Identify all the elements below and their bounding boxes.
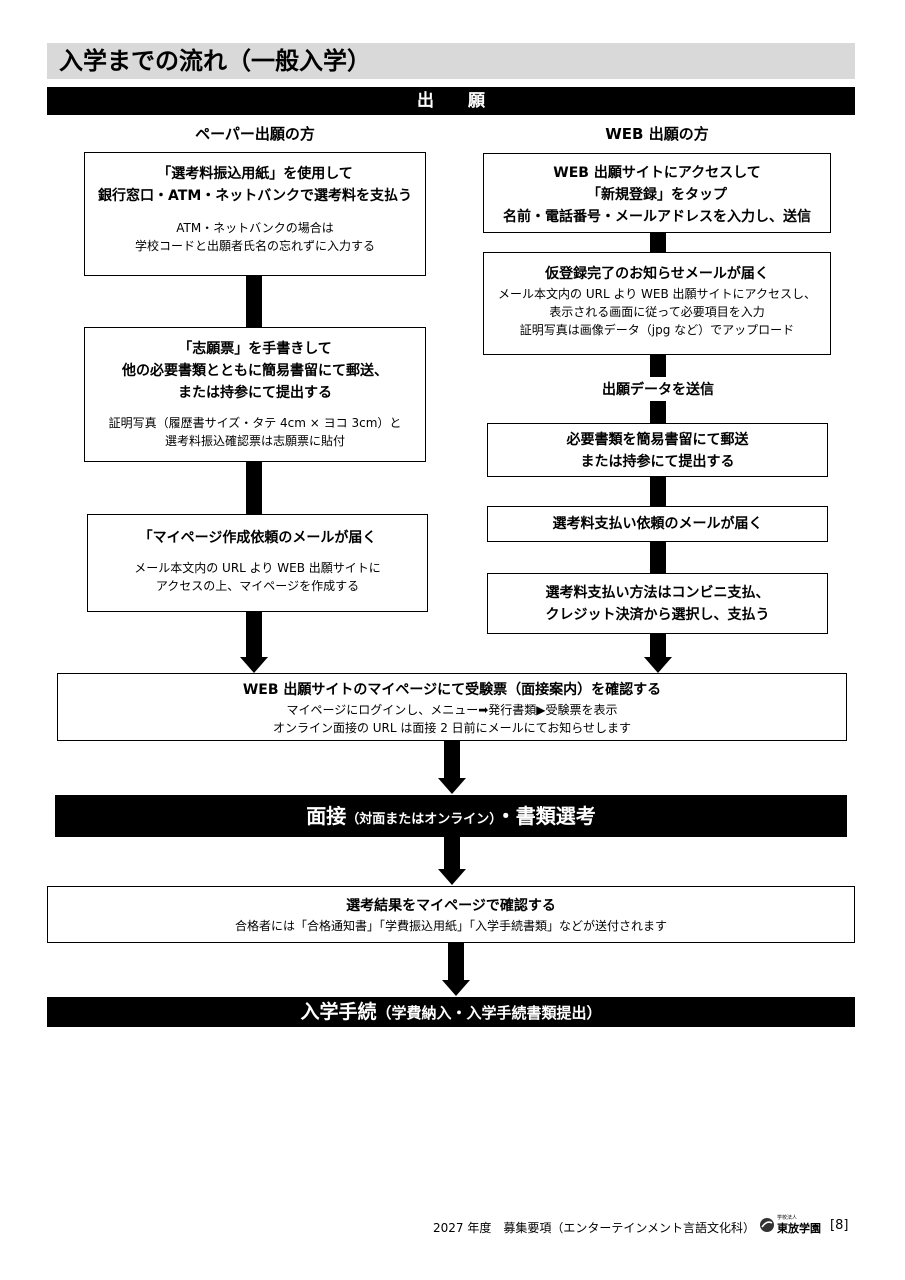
web-step5-line-2: クレジット決済から選択し、支払う [545,607,770,623]
confirm-exam-ticket-box: WEB 出願サイトのマイページにて受験票（面接案内）を確認する マイページにログ… [57,673,847,741]
flow-connector [650,542,666,573]
flow-connector [650,233,666,252]
flow-connector [650,634,666,658]
interview-main-label: 面接 [306,804,347,828]
result-box: 選考結果をマイページで確認する 合格者には「合格通知書」「学費振込用紙」「入学手… [47,886,855,943]
arrow-down-icon [438,778,466,794]
enrollment-bar: 入学手続（学費納入・入学手続書類提出） [47,997,855,1027]
flow-connector [246,276,262,327]
paper-step3-note-1: メール本文内の URL より WEB 出願サイトに [134,561,381,575]
flow-connector [444,837,460,870]
web-step-register: WEB 出願サイトにアクセスして 「新規登録」をタップ 名前・電話番号・メールア… [483,153,831,233]
flow-connector [448,943,464,981]
web-step2-note-2: 表示される画面に従って必要項目を入力 [549,305,765,319]
page-title: 入学までの流れ（一般入学） [47,43,855,79]
paper-step-payment: 「選考料振込用紙」を使用して 銀行窓口・ATM・ネットバンクで選考料を支払う A… [84,152,426,276]
arrow-down-icon [438,869,466,885]
page-number: [8] [830,1218,849,1233]
school-logo-small-text: 学校法人 [777,1215,798,1221]
flow-connector [246,612,262,658]
paper-column-heading: ペーパー出願の方 [195,125,315,143]
web-step-provisional-mail: 仮登録完了のお知らせメールが届く メール本文内の URL より WEB 出願サイ… [483,252,831,355]
interview-paren-label: （対面またはオンライン） [346,812,496,827]
flow-connector [444,741,460,779]
web-step3-line-2: または持参にて提出する [580,454,735,470]
section-bar-application: 出 願 [47,87,855,115]
result-note-1: 合格者には「合格通知書」「学費振込用紙」「入学手続書類」などが送付されます [234,919,667,933]
paper-step-application-form: 「志願票」を手書きして 他の必要書類とともに簡易書留にて郵送、 または持参にて提… [84,327,426,462]
confirm-ticket-line-1: WEB 出願サイトのマイページにて受験票（面接案内）を確認する [242,682,662,698]
web-step4-line-1: 選考料支払い依頼のメールが届く [552,516,763,532]
paper-step1-line-2: 銀行窓口・ATM・ネットバンクで選考料を支払う [98,188,412,204]
enrollment-main-label: 入学手続 [300,1001,377,1023]
confirm-ticket-note-1: マイページにログインし、メニュー➡発行書類▶受験票を表示 [286,703,618,717]
flow-connector [650,355,666,377]
arrow-down-icon [644,657,672,673]
school-logo-text: 東放学園 [777,1222,821,1235]
interview-tail-label: ・書類選考 [495,804,596,828]
result-line-1: 選考結果をマイページで確認する [346,898,556,914]
footer-document-title: 2027 年度 募集要項（エンターテインメント言語文化科） [433,1221,755,1235]
paper-step2-note-2: 選考料振込確認票は志願票に貼付 [164,434,345,448]
web-column-heading: WEB 出願の方 [605,125,709,143]
web-step1-line-3: 名前・電話番号・メールアドレスを入力し、送信 [503,209,811,225]
web-step2-line-1: 仮登録完了のお知らせメールが届く [545,266,769,282]
arrow-down-icon [240,657,268,673]
web-step-submit-documents: 必要書類を簡易書留にて郵送 または持参にて提出する [487,423,828,477]
paper-step3-note-2: アクセスの上、マイページを作成する [155,579,360,593]
confirm-ticket-note-2: オンライン面接の URL は面接 2 日前にメールにてお知らせします [272,721,632,735]
arrow-down-icon [442,980,470,996]
paper-step2-note-1: 証明写真（履歴書サイズ・タテ 4cm × ヨコ 3cm）と [108,416,402,430]
web-step1-line-1: WEB 出願サイトにアクセスして [553,165,761,181]
school-logo-icon [760,1218,774,1232]
web-step5-line-1: 選考料支払い方法はコンビニ支払、 [545,585,770,601]
paper-step1-note-2: 学校コードと出願者氏名の忘れずに入力する [134,239,375,253]
paper-step2-line-2: 他の必要書類とともに簡易書留にて郵送、 [122,363,388,379]
paper-step3-line-1: 「マイページ作成依頼のメールが届く [138,530,377,546]
paper-step2-line-1: 「志願票」を手書きして [178,341,332,357]
web-step3-line-1: 必要書類を簡易書留にて郵送 [566,432,749,448]
paper-step2-line-3: または持参にて提出する [178,385,332,401]
flow-connector [650,477,666,506]
web-step2-note-3: 証明写真は画像データ（jpg など）でアップロード [519,323,795,337]
web-step2-note-1: メール本文内の URL より WEB 出願サイトにアクセスし、 [498,287,816,301]
web-send-data-label: 出願データを送信 [602,382,714,398]
web-step-payment-mail: 選考料支払い依頼のメールが届く [487,506,828,542]
enrollment-paren-label: （学費納入・入学手続書類提出） [376,1004,602,1022]
paper-step-mypage-mail: 「マイページ作成依頼のメールが届く メール本文内の URL より WEB 出願サ… [87,514,428,612]
flow-connector [246,462,262,514]
interview-bar: 面接（対面またはオンライン）・書類選考 [55,795,847,837]
flow-connector [650,401,666,423]
web-step-payment-method: 選考料支払い方法はコンビニ支払、 クレジット決済から選択し、支払う [487,573,828,634]
paper-step1-note-1: ATM・ネットバンクの場合は [176,221,334,235]
paper-step1-line-1: 「選考料振込用紙」を使用して [157,166,353,182]
web-step1-line-2: 「新規登録」をタップ [587,187,727,203]
